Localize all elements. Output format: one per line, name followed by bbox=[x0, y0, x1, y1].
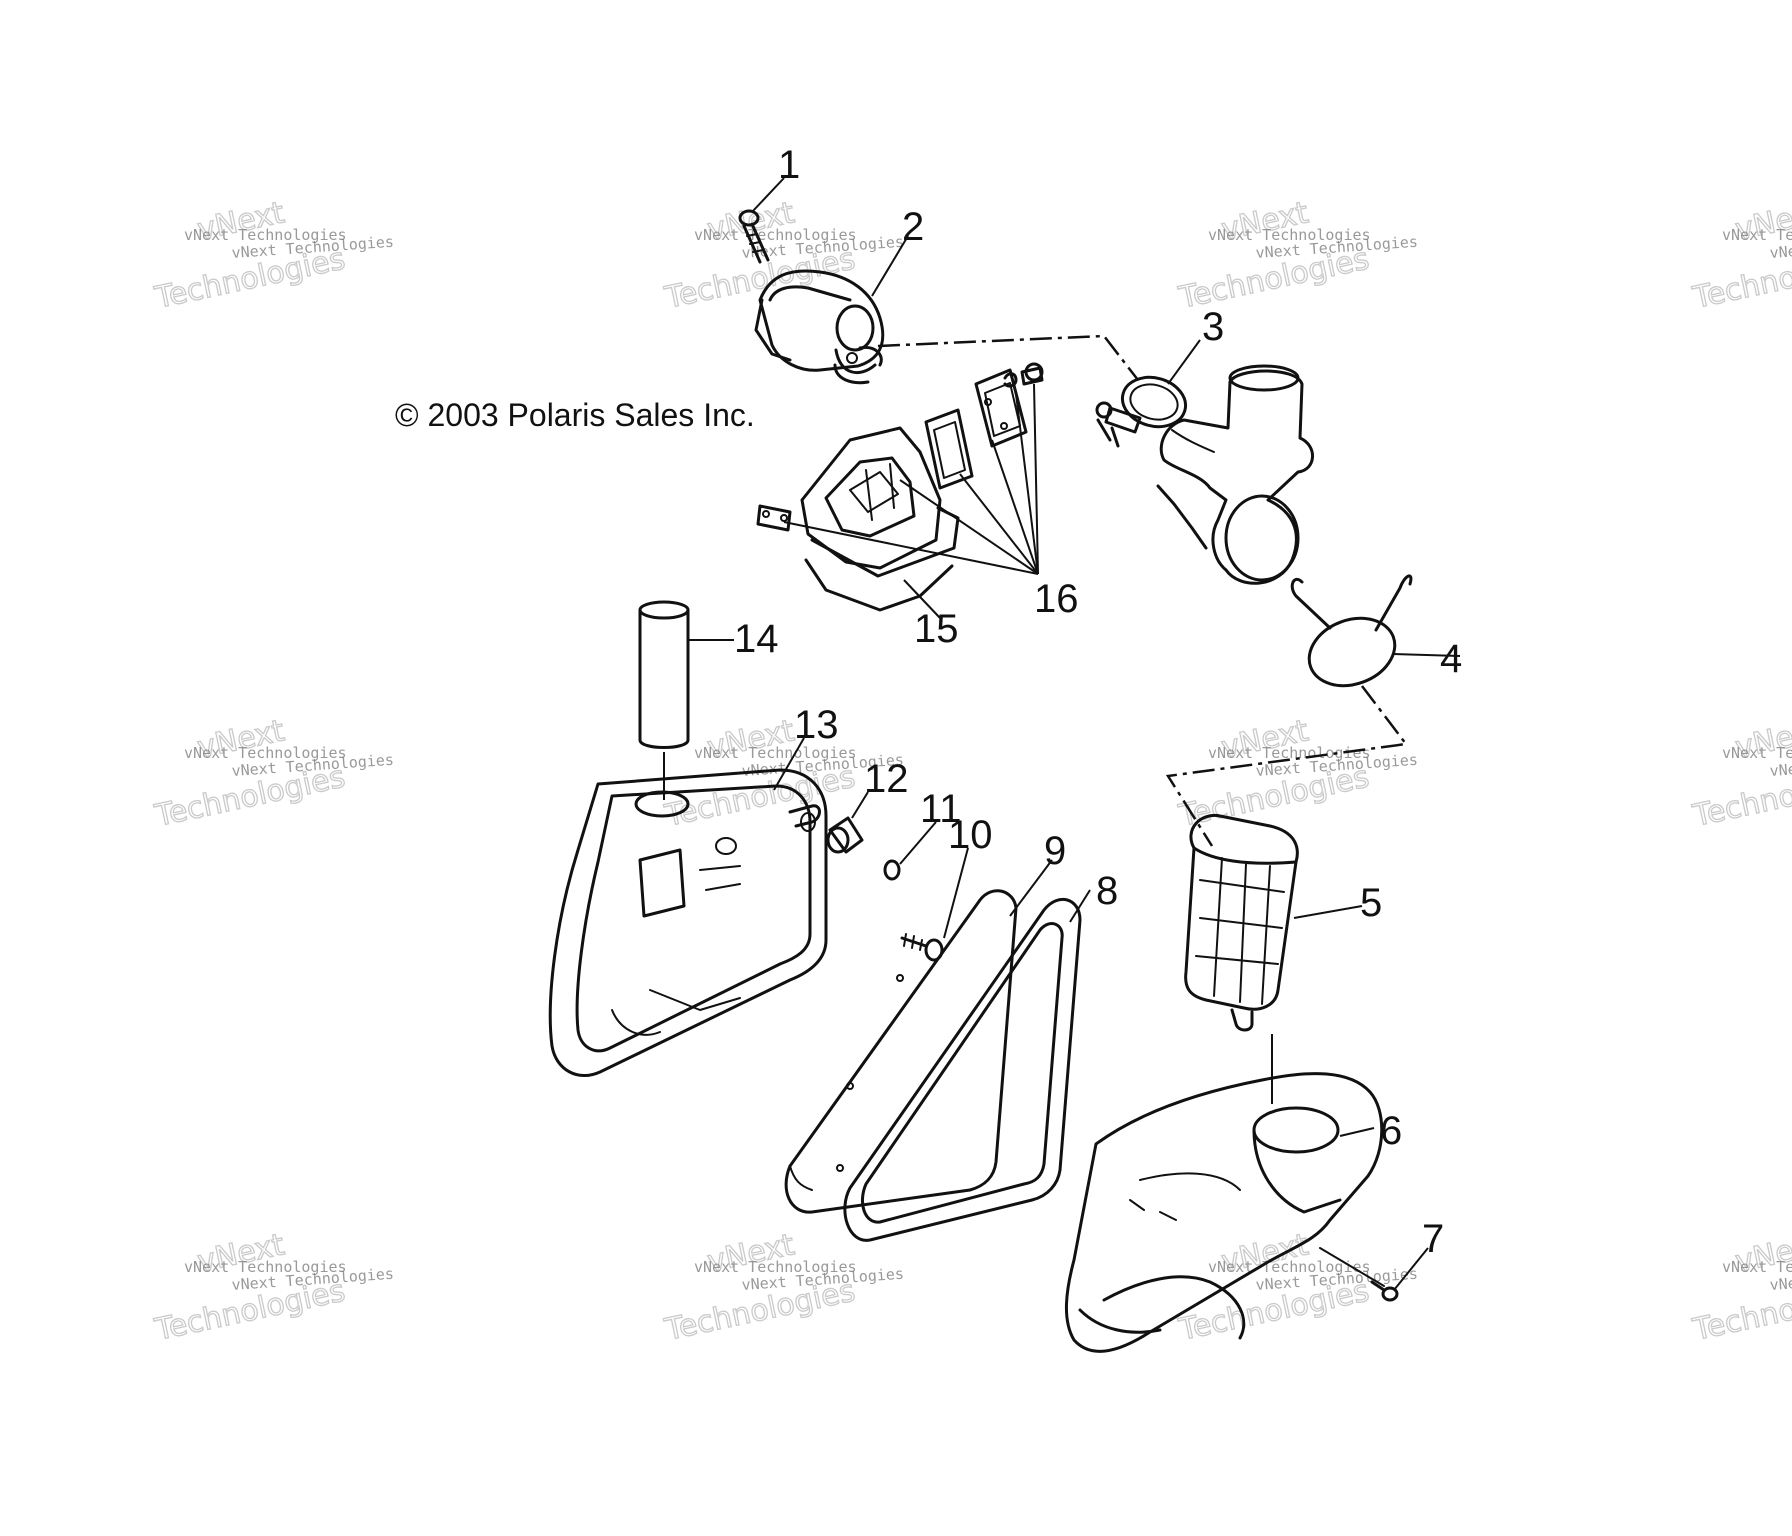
part-sleeve-boot bbox=[1156, 364, 1314, 585]
part-2-carburetor bbox=[754, 269, 885, 385]
callout-12: 12 bbox=[864, 757, 909, 801]
watermark-small-line: vNext Technologies bbox=[694, 1258, 857, 1276]
watermark-small-line: vNext Technologies bbox=[184, 1258, 347, 1276]
part-10-screw bbox=[900, 933, 944, 962]
callout-3: 3 bbox=[1202, 305, 1224, 349]
watermark-small-line: vNext Technologies bbox=[1722, 744, 1792, 762]
callout-15: 15 bbox=[914, 607, 959, 651]
watermark-small-line: vNext Technologies bbox=[1722, 1258, 1792, 1276]
part-7-screw bbox=[1319, 1247, 1399, 1302]
part-14-tube bbox=[638, 600, 690, 800]
part-16-reed-plates bbox=[924, 362, 1044, 490]
callout-11: 11 bbox=[920, 787, 962, 831]
part-1-bolt bbox=[738, 209, 770, 264]
assembly-lines bbox=[877, 334, 1409, 1104]
callout-8: 8 bbox=[1096, 869, 1118, 913]
part-6-silencer-housing bbox=[1065, 1072, 1384, 1353]
part-4-spring-clamp bbox=[1290, 574, 1413, 688]
watermark-small-line: vNext Technologies bbox=[694, 744, 857, 762]
watermark-small-line: vNext Technologies bbox=[1208, 1258, 1371, 1276]
watermark-small-line: vNext Technologies bbox=[1208, 226, 1371, 244]
callout-7: 7 bbox=[1422, 1217, 1444, 1261]
part-15-reed-block bbox=[756, 426, 960, 612]
callout-9: 9 bbox=[1044, 829, 1066, 873]
leaders-16 bbox=[783, 383, 1039, 619]
callout-14: 14 bbox=[734, 617, 779, 661]
watermark-small-line: vNext Technologies bbox=[184, 744, 347, 762]
watermark-small-line: vNext Technologies bbox=[184, 226, 347, 244]
callout-5: 5 bbox=[1360, 881, 1382, 925]
watermark-small-line: vNext Technologies bbox=[1208, 744, 1371, 762]
part-5-filter-screen bbox=[1184, 813, 1299, 1032]
part-3-clamp bbox=[1095, 375, 1188, 448]
callout-16: 16 bbox=[1034, 577, 1079, 621]
callout-4: 4 bbox=[1440, 637, 1462, 681]
callout-2: 2 bbox=[902, 205, 924, 249]
part-9-filter-pad bbox=[784, 889, 1018, 1214]
part-8-gasket bbox=[843, 898, 1082, 1242]
callout-6: 6 bbox=[1380, 1109, 1402, 1153]
callout-10: 10 bbox=[948, 813, 993, 857]
watermark-small-line: vNext Technologies bbox=[1722, 226, 1792, 244]
part-13-silencer-cover bbox=[548, 768, 828, 1078]
callout-13: 13 bbox=[794, 703, 839, 747]
callout-labels: 1 2 3 4 5 6 7 8 9 10 11 12 13 14 15 16 bbox=[734, 143, 1462, 1261]
part-11-washer bbox=[883, 859, 901, 881]
watermark-small-line: vNext Technologies bbox=[694, 226, 857, 244]
copyright-notice: © 2003 Polaris Sales Inc. bbox=[395, 397, 755, 433]
callout-1: 1 bbox=[778, 143, 800, 187]
leaders bbox=[688, 177, 1461, 1291]
